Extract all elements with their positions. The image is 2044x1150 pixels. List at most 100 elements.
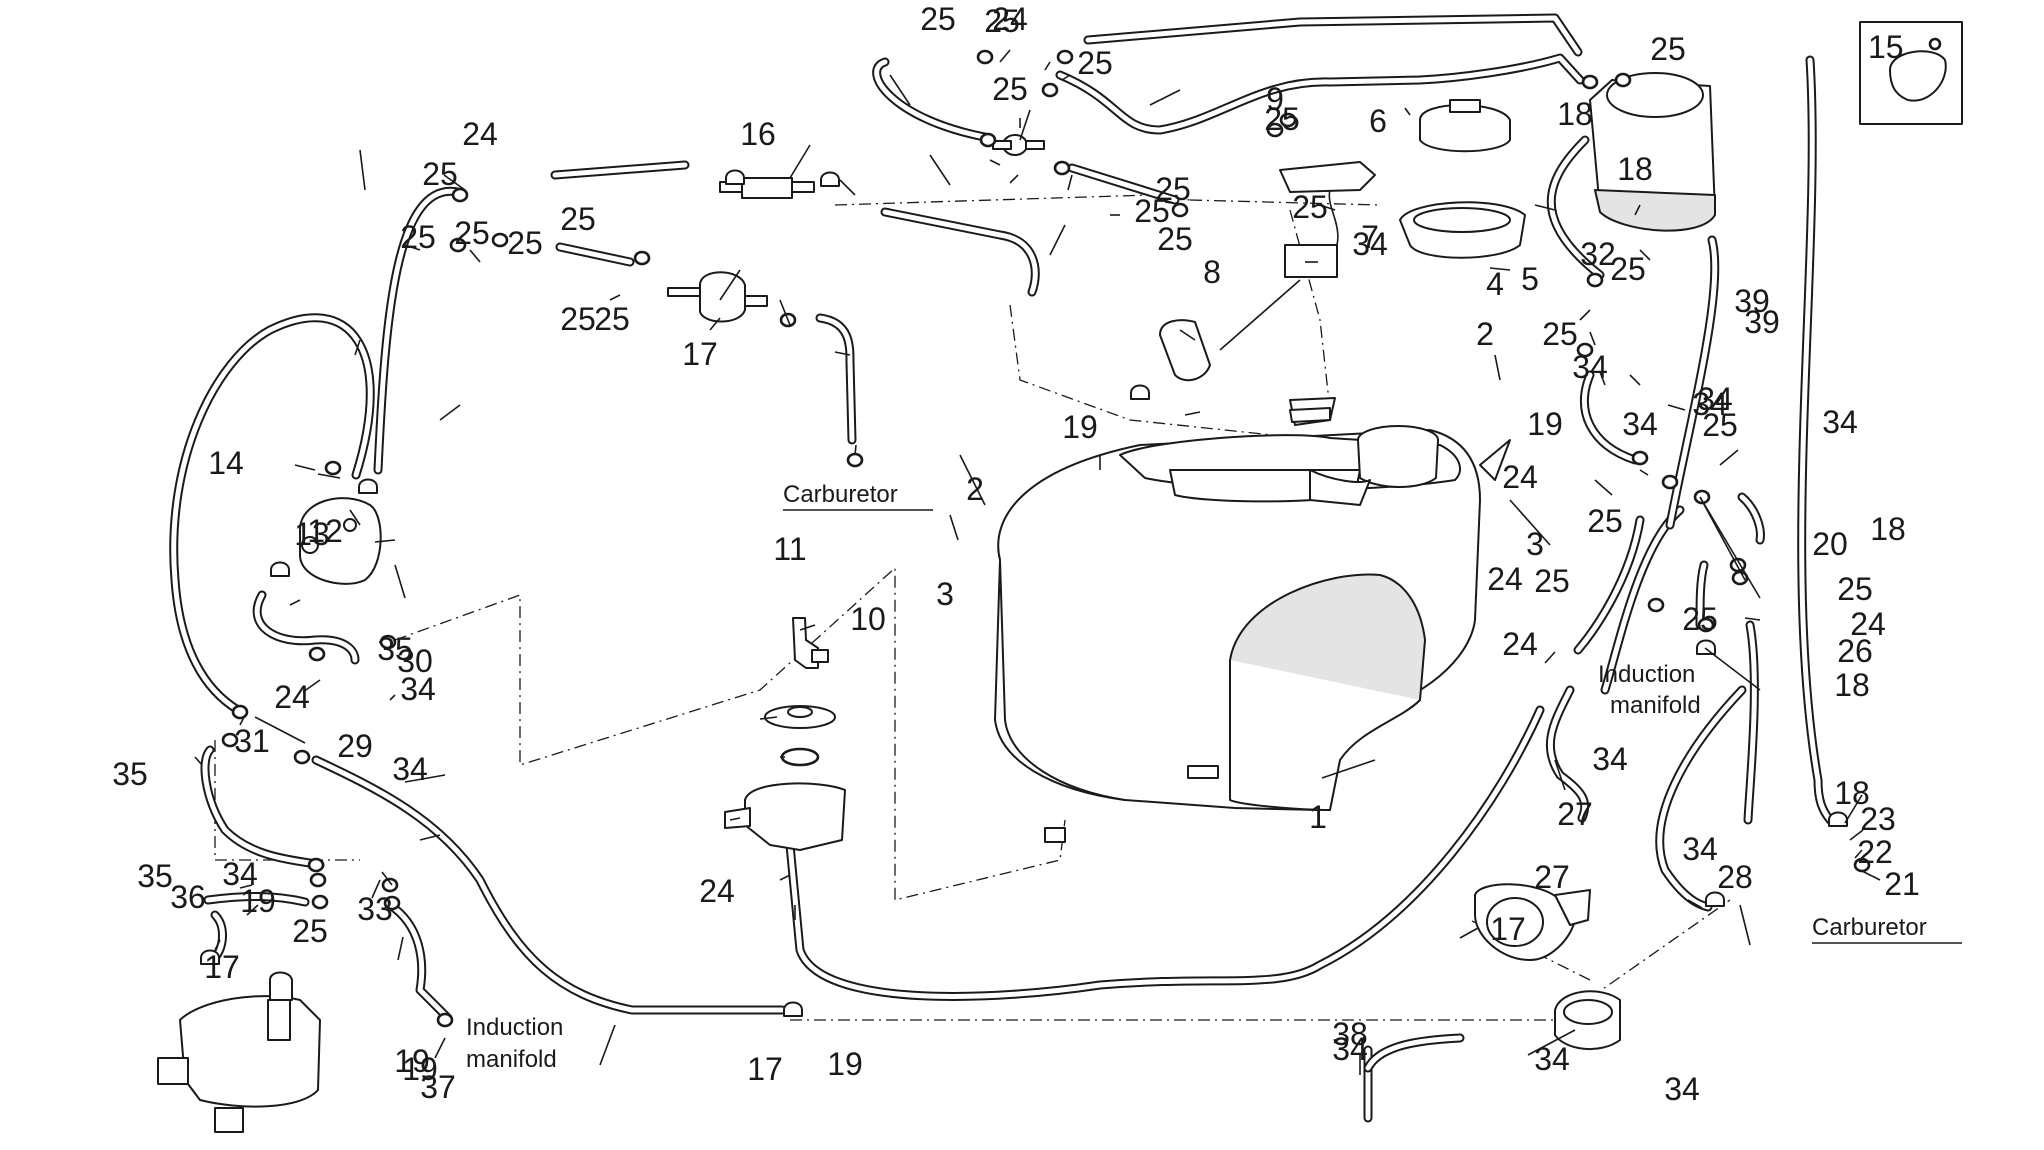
part-number-callout: 25 — [1077, 45, 1113, 81]
hose-inner — [552, 162, 688, 178]
hose-inner — [254, 592, 358, 663]
clamp-ring — [379, 634, 397, 650]
part-number-callout: 33 — [357, 891, 393, 927]
clamp-ring — [976, 49, 994, 65]
hose-inner — [171, 315, 373, 713]
hose-inner — [313, 757, 785, 1013]
leader-line — [839, 179, 856, 196]
leader-line — [404, 774, 446, 783]
part-number-callout: 35 — [377, 631, 413, 667]
leader-line — [1699, 496, 1746, 581]
leader-line — [359, 149, 366, 191]
part-number-callout: 25 — [1650, 31, 1686, 67]
clamp-ring — [1576, 342, 1594, 358]
part-number-callout: 25 — [454, 215, 490, 251]
part-number-callout: 25 — [1587, 503, 1623, 539]
part-number-callout: 25 — [594, 301, 630, 337]
induction-note-2-line-2: manifold — [466, 1046, 557, 1073]
leader-line — [1179, 329, 1196, 341]
clamp-ring — [451, 187, 469, 203]
hose-inner — [874, 59, 993, 141]
part-number-callout: 18 — [1617, 151, 1653, 187]
part-number-callout: 4 — [1486, 266, 1504, 302]
part-number-callout: 32 — [1580, 236, 1616, 272]
part-number-callout: 24 — [274, 679, 310, 715]
part-number-callout: 25 — [1542, 316, 1578, 352]
leader-line — [1849, 829, 1864, 841]
part-number-callout: 17 — [204, 949, 240, 985]
leader-line — [397, 936, 404, 961]
part-number-callout: 9 — [1266, 81, 1284, 117]
part-number-callout: 17 — [1490, 911, 1526, 947]
leader-line — [1589, 331, 1596, 346]
part-number-callout: 34 — [1572, 349, 1608, 385]
leader-line — [419, 834, 441, 841]
spring-clip — [1130, 384, 1150, 400]
hose-inner — [1548, 137, 1603, 278]
part-number-callout: 24 — [1502, 459, 1538, 495]
leader-line — [1459, 927, 1479, 939]
part-number-callout: 10 — [850, 601, 886, 637]
part-number-callout: 39 — [1734, 283, 1770, 319]
part-number-callout: 25 — [1155, 171, 1191, 207]
leader-line — [349, 509, 361, 526]
part-number-callout: 34 — [222, 856, 258, 892]
part-number-callout: 31 — [234, 723, 270, 759]
clamp-ring — [1647, 597, 1665, 613]
leader-line — [246, 904, 259, 916]
leader-line — [1704, 647, 1761, 691]
leader-line — [1044, 61, 1051, 71]
hose-render — [169, 13, 1835, 1123]
part-number-callout: 25 — [1702, 407, 1738, 443]
spring-clip — [270, 561, 290, 577]
leader-line — [394, 564, 406, 599]
part-number-callout: 25 — [1264, 101, 1300, 137]
part-number-callout: 35 — [112, 756, 148, 792]
hose-inner — [1657, 687, 1745, 910]
part-number-callout: 23 — [1860, 801, 1896, 837]
part-number-callout: 38 — [1332, 1016, 1368, 1052]
hose-outline — [880, 207, 1040, 297]
notes: Carburetor Carburetor Induction manifold… — [466, 481, 1962, 1073]
clamp-ring — [449, 237, 467, 253]
leader-line — [1009, 174, 1019, 184]
part-number-callout: 18 — [1834, 667, 1870, 703]
spring-clip — [200, 949, 220, 965]
leader-line — [194, 756, 203, 766]
part-number-callout: 25 — [292, 913, 328, 949]
leader-line — [1049, 224, 1066, 256]
leader-line — [599, 1024, 616, 1066]
hose-inner — [1745, 622, 1757, 823]
leader-line — [1544, 651, 1556, 664]
part-number-callout: 12 — [307, 513, 343, 549]
part-number-callout: 3 — [1526, 526, 1544, 562]
leader-line — [759, 716, 778, 720]
spring-clip — [1828, 811, 1848, 827]
part-number-callout: 19 — [240, 883, 276, 919]
part-number-callout: 25 — [422, 156, 458, 192]
part-number-callout: 28 — [1717, 859, 1753, 895]
leader-line — [1599, 371, 1606, 386]
filler-cap — [1399, 99, 1526, 259]
clamp-ring — [436, 1012, 454, 1028]
hose-inner — [1739, 494, 1763, 543]
hose-outline — [252, 590, 360, 665]
leader-line — [381, 871, 393, 886]
clamp-ring — [1053, 160, 1071, 176]
leader-line — [729, 817, 741, 821]
clamp-ring — [383, 895, 401, 911]
leader-line — [929, 154, 951, 186]
part-number-callout: 22 — [1857, 834, 1893, 870]
clamp-ring — [309, 872, 327, 888]
leader-line — [949, 514, 959, 541]
leader-line — [799, 624, 816, 631]
part-number-callout: 34 — [1622, 406, 1658, 442]
part-number-callout: 16 — [740, 116, 776, 152]
part-number-callout: 18 — [1834, 775, 1870, 811]
hose-inner — [1085, 15, 1581, 55]
hose-inner — [787, 707, 1543, 999]
part-number-callout: 36 — [170, 879, 206, 915]
leader-line — [889, 74, 911, 106]
leader-line — [469, 249, 481, 263]
